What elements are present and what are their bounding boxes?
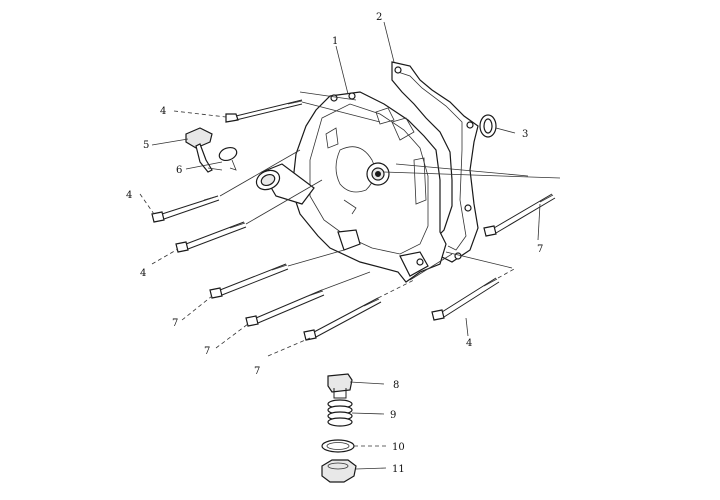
callout-7: 7	[254, 366, 260, 377]
strainer-cap	[321, 459, 357, 483]
bolt	[245, 289, 325, 327]
callout-labels: 1 2 3 4 4 4 4 5 6 7 7 7 7 8 9 10 11	[126, 12, 543, 475]
callout-7: 7	[172, 318, 178, 329]
crankcase-cover	[291, 91, 447, 283]
bolt	[175, 221, 247, 253]
callout-5: 5	[143, 140, 149, 151]
bolt	[225, 99, 303, 123]
oil-seal	[479, 114, 497, 138]
callout-8: 8	[393, 380, 399, 391]
callout-11: 11	[392, 464, 405, 475]
filler-neck	[255, 163, 315, 205]
callout-4: 4	[140, 268, 146, 279]
callout-4: 4	[126, 190, 132, 201]
leader-lines	[139, 21, 541, 470]
bolt	[483, 193, 556, 237]
callout-7: 7	[537, 244, 543, 255]
spring	[327, 399, 353, 427]
callout-2: 2	[376, 12, 382, 23]
o-ring	[218, 146, 238, 171]
callout-3: 3	[522, 129, 528, 140]
bolt	[303, 297, 382, 341]
drain-plug	[327, 373, 353, 399]
callout-9: 9	[390, 410, 396, 421]
callout-4: 4	[160, 106, 166, 117]
callout-7: 7	[204, 346, 210, 357]
callout-4: 4	[466, 338, 472, 349]
sealing-washer	[321, 439, 355, 453]
callout-10: 10	[392, 442, 405, 453]
bolt	[431, 277, 500, 321]
bolt	[151, 195, 220, 223]
bolt	[209, 263, 289, 299]
callout-6: 6	[176, 165, 182, 176]
alignment-lines	[219, 91, 561, 357]
callout-1: 1	[332, 36, 338, 47]
